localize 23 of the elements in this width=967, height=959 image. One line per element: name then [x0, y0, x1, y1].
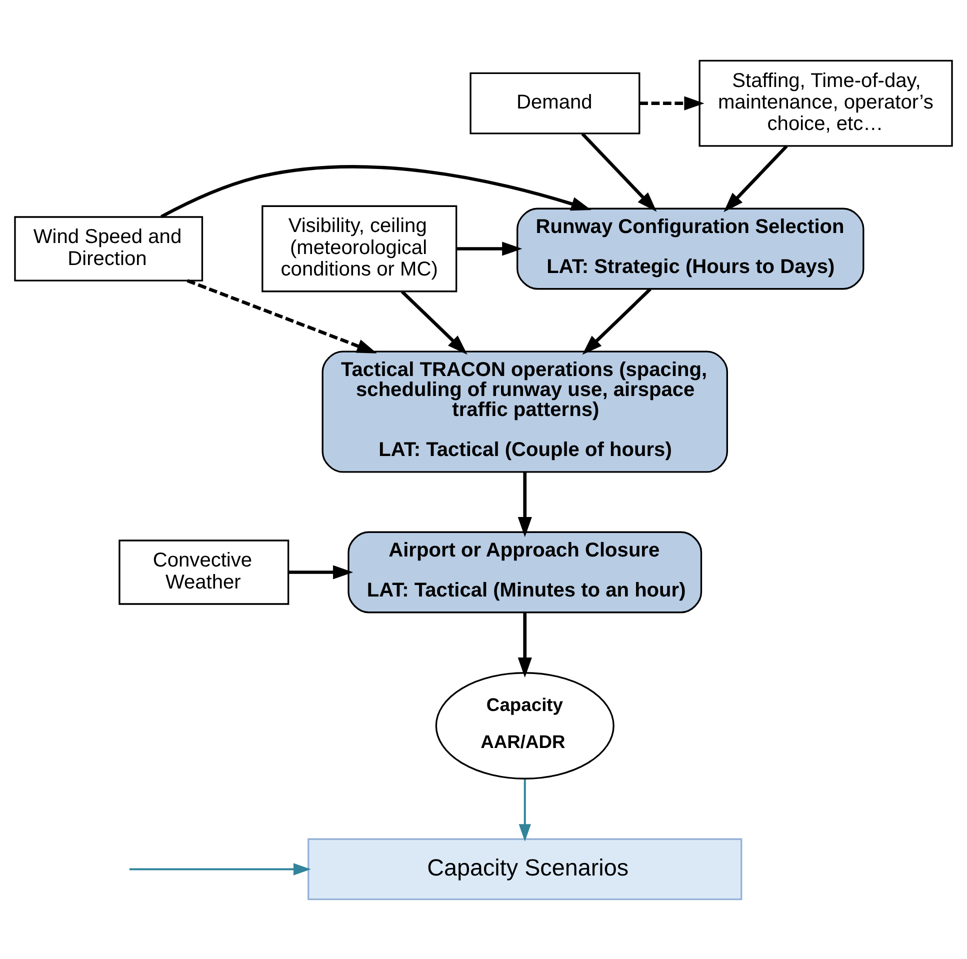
arrow	[400, 290, 468, 354]
arrow	[518, 612, 532, 678]
node-box: Wind Speed and Direction	[14, 216, 204, 281]
arrow	[640, 96, 704, 110]
node-box: Demand	[470, 72, 640, 134]
arrow	[582, 287, 652, 354]
node-box: Airport or Approach Closure LAT: Tactical (Minutes to an hour)	[348, 530, 702, 613]
node-box: Tactical TRACON operations (spacing, scheduling of runway use, airspace traffic patterns) LAT: Tactical (Couple of hours)	[322, 350, 728, 472]
node-box: Visibility, ceiling (meteorological conditions or MC)	[262, 204, 458, 292]
arrow	[288, 564, 354, 579]
node-ellipse: Capacity AAR/ADR	[435, 672, 614, 779]
arrow	[129, 862, 311, 875]
node-box: Staffing, Time-of-day, maintenance, operator’s choice, etc…	[698, 59, 953, 146]
node-box: Runway Configuration Selection LAT: Strategic (Hours to Days)	[516, 207, 864, 290]
node-box: Convective Weather	[118, 539, 290, 604]
arrow	[724, 144, 788, 212]
arrow	[160, 164, 592, 218]
arrow	[518, 779, 531, 842]
arrow	[186, 278, 377, 353]
arrow	[456, 241, 522, 256]
arrow	[581, 132, 657, 212]
arrow	[518, 471, 532, 537]
node-box: Capacity Scenarios	[308, 838, 742, 900]
